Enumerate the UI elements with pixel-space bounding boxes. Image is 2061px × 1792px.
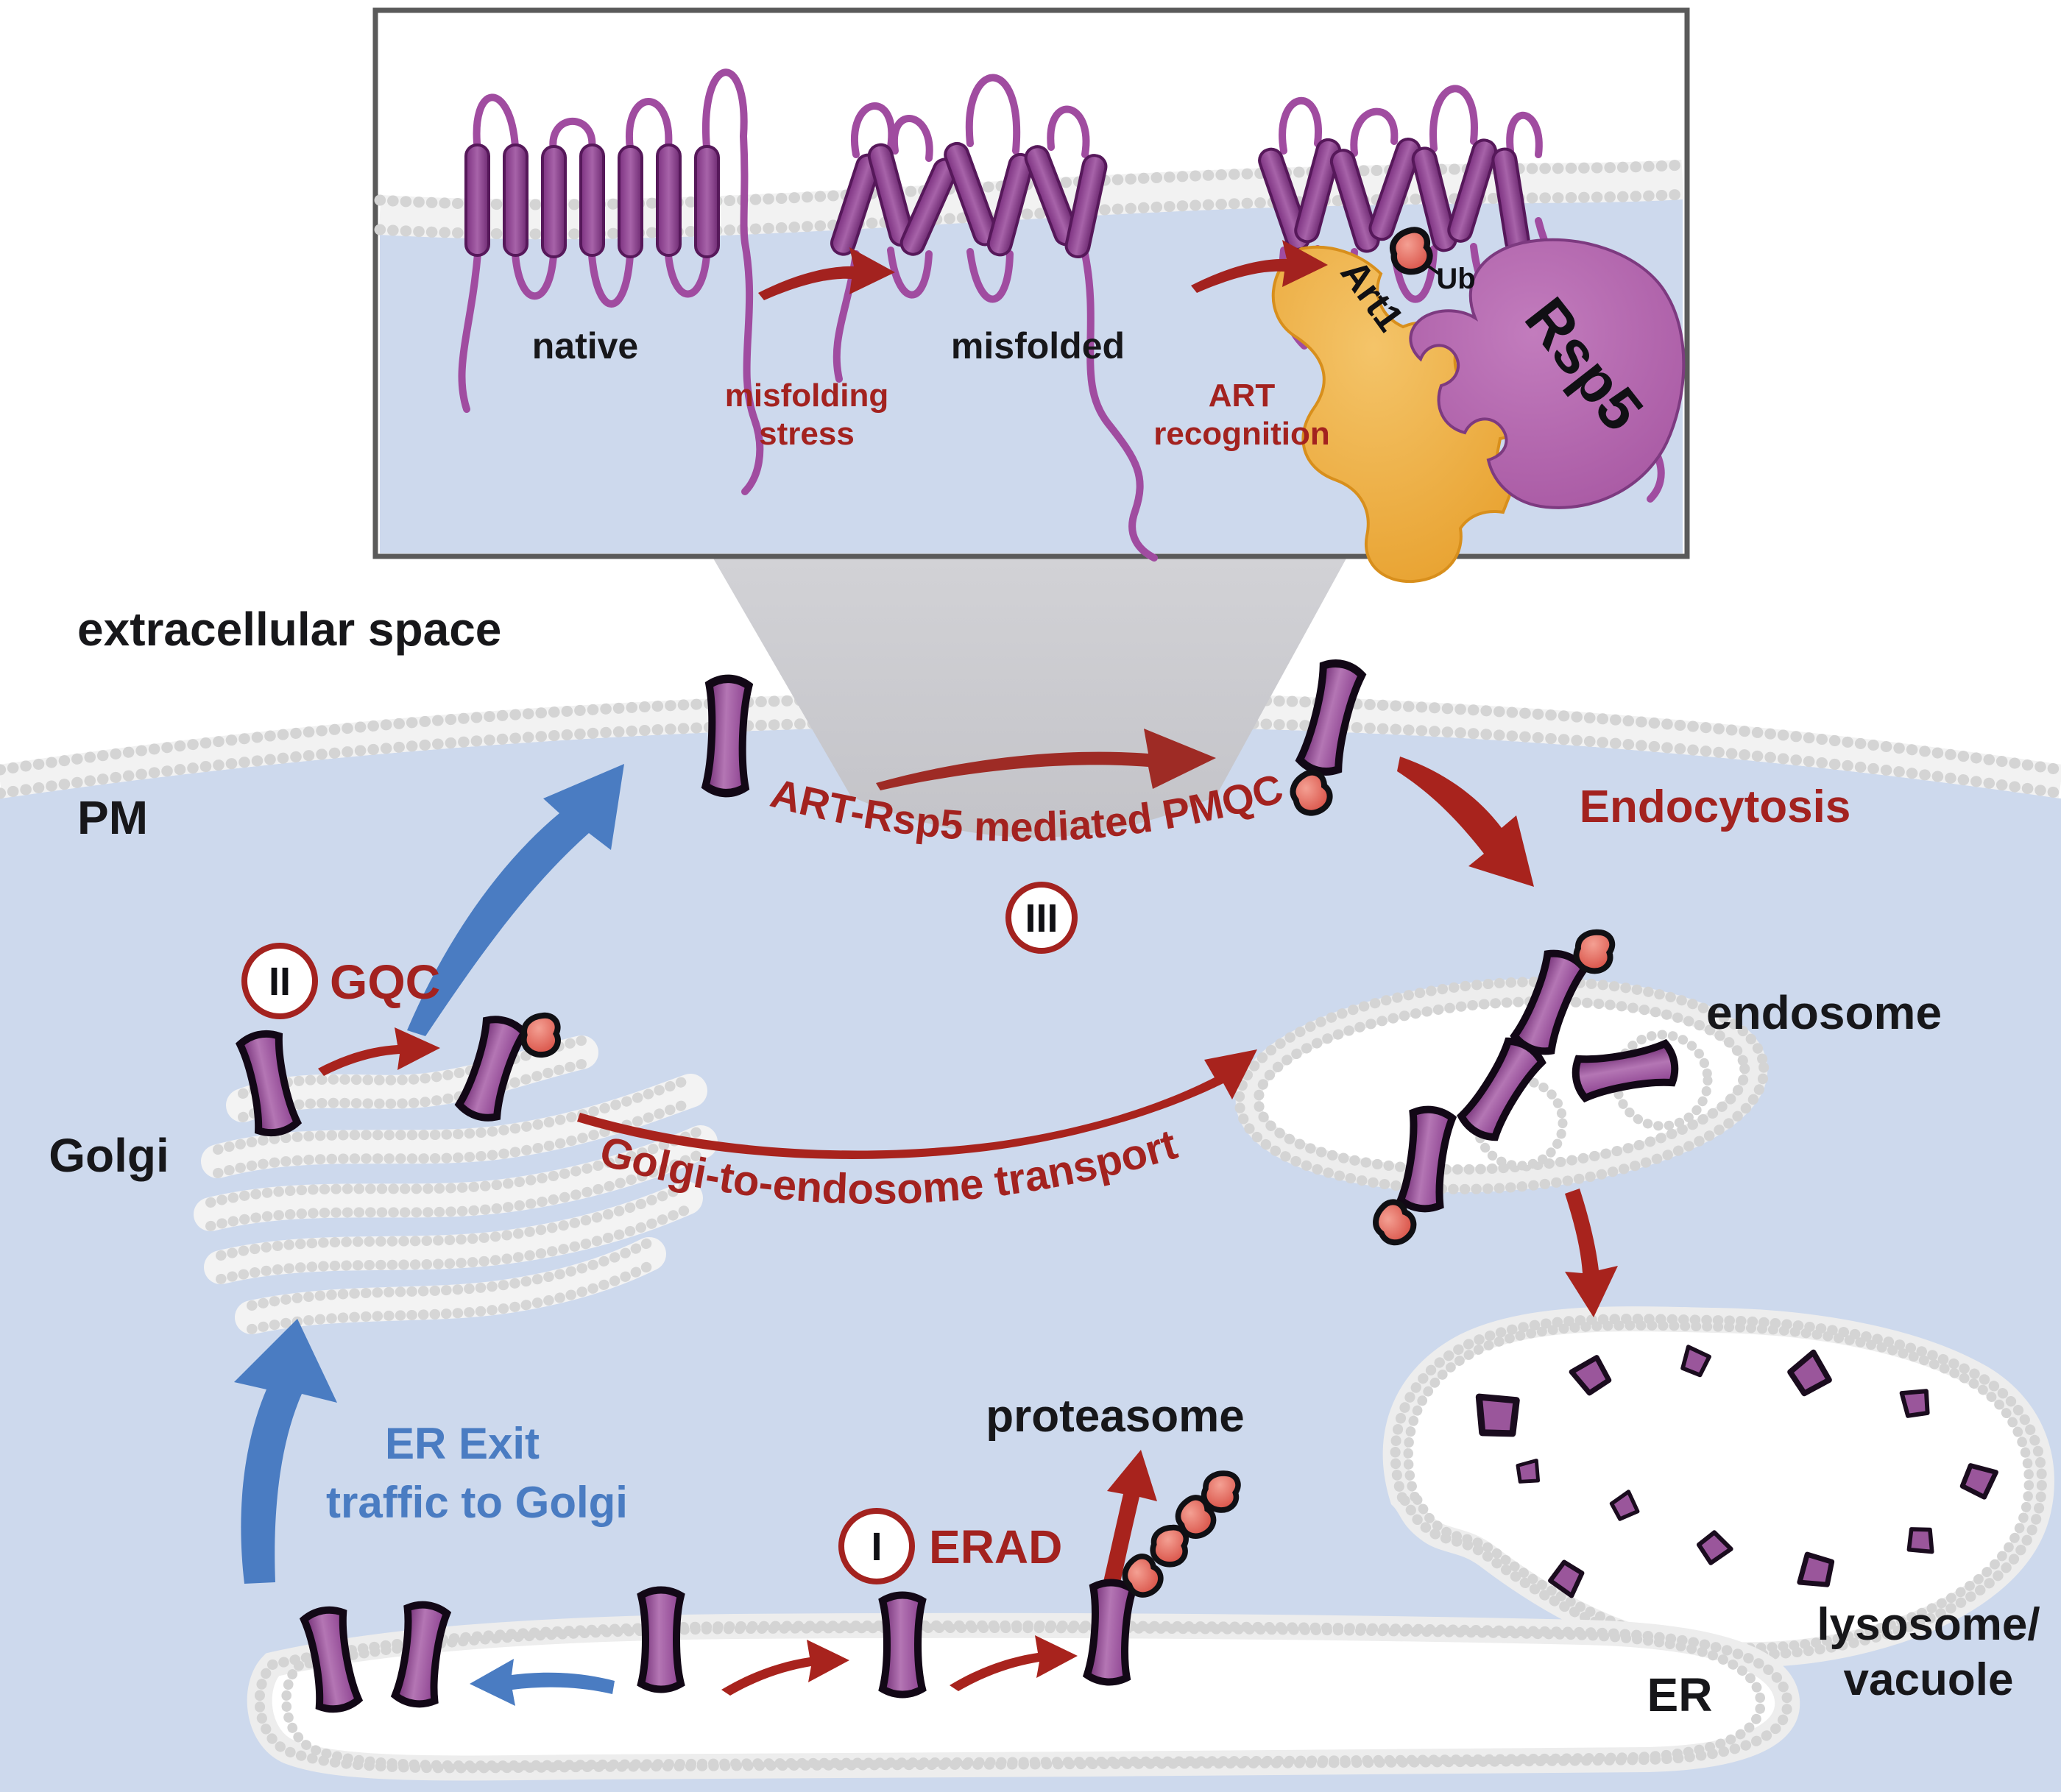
stage-two-numeral: II [269,960,291,1004]
stage-one-numeral: I [871,1525,882,1569]
art-recognition-label-line2: recognition [1153,416,1330,452]
tm-helices [464,144,720,258]
er-erad-step-arrow-1 [721,1640,849,1696]
er-label: ER [1647,1668,1713,1721]
native-label: native [532,325,639,366]
erad-label: ERAD [929,1520,1062,1573]
er-erad-step-arrow-2 [950,1635,1078,1691]
pm-label: PM [77,791,148,844]
extracellular-space-label: extracellular space [77,603,501,656]
misfolding-stress-label-line1: misfolding [725,378,888,414]
endocytosis-label: Endocytosis [1580,782,1851,832]
gqc-label: GQC [330,955,440,1009]
tm-helices [830,141,1108,259]
erad-to-proteasome-arrow [1102,1450,1157,1590]
ubiquitin-blob [1393,230,1429,272]
endosome-label: endosome [1706,986,1942,1039]
recycle-to-pm-arrow [407,764,624,1036]
endoplasmic-reticulum [260,1626,1788,1768]
endosome-to-lysosome-arrow [1565,1189,1618,1317]
lysosome-label-line1: lysosome/ [1817,1599,2040,1650]
stage-badges: III II I [241,882,1078,1584]
misfolded-label: misfolded [951,325,1125,366]
traffic-arrows [234,729,1618,1706]
endosome-lipid-heads-outer [1234,977,1770,1194]
native-protein [458,68,764,495]
misfolded-protein [830,74,1158,562]
pmqc-arrow [876,729,1216,790]
inset-panel: native misfolded misfolding stress ART r… [375,7,1687,584]
er-exit-arrow [234,1319,337,1584]
er-exit-label-line1: ER Exit [385,1419,540,1468]
pm-cargo-rod [705,678,749,793]
rsp5-ligase-blob [1409,238,1686,509]
er-retention-arrow [470,1659,615,1706]
endosome-lipid-heads-inner [1253,996,1750,1175]
stage-three-badge [1005,882,1078,954]
tm-helices [1258,137,1530,255]
er-cargo-rod [883,1596,922,1695]
er-body [260,1626,1788,1768]
er-cargo-rod [641,1590,681,1690]
stage-three-numeral: III [1025,896,1058,941]
lysosome-label-line2: vacuole [1844,1654,2014,1705]
ubiquitin-pointer-line [1425,263,1443,277]
er-erad-substrate-rod [1086,1582,1133,1683]
proteasome-label: proteasome [986,1391,1244,1442]
golgi-label: Golgi [49,1129,169,1182]
ub-label: Ub [1436,263,1475,295]
er-exit-label-line2: traffic to Golgi [326,1478,628,1527]
protein-loops [458,68,764,495]
gqc-ubiquitination-arrow [318,1027,440,1076]
art-recognition-label-line1: ART [1209,378,1276,414]
misfolding-stress-label-line2: stress [759,416,855,452]
stage-one-badge [838,1508,915,1584]
golgi-to-endosome-arrow [577,1049,1257,1159]
endocytosis-arrow [1397,757,1534,887]
stage-two-badge [241,943,318,1019]
